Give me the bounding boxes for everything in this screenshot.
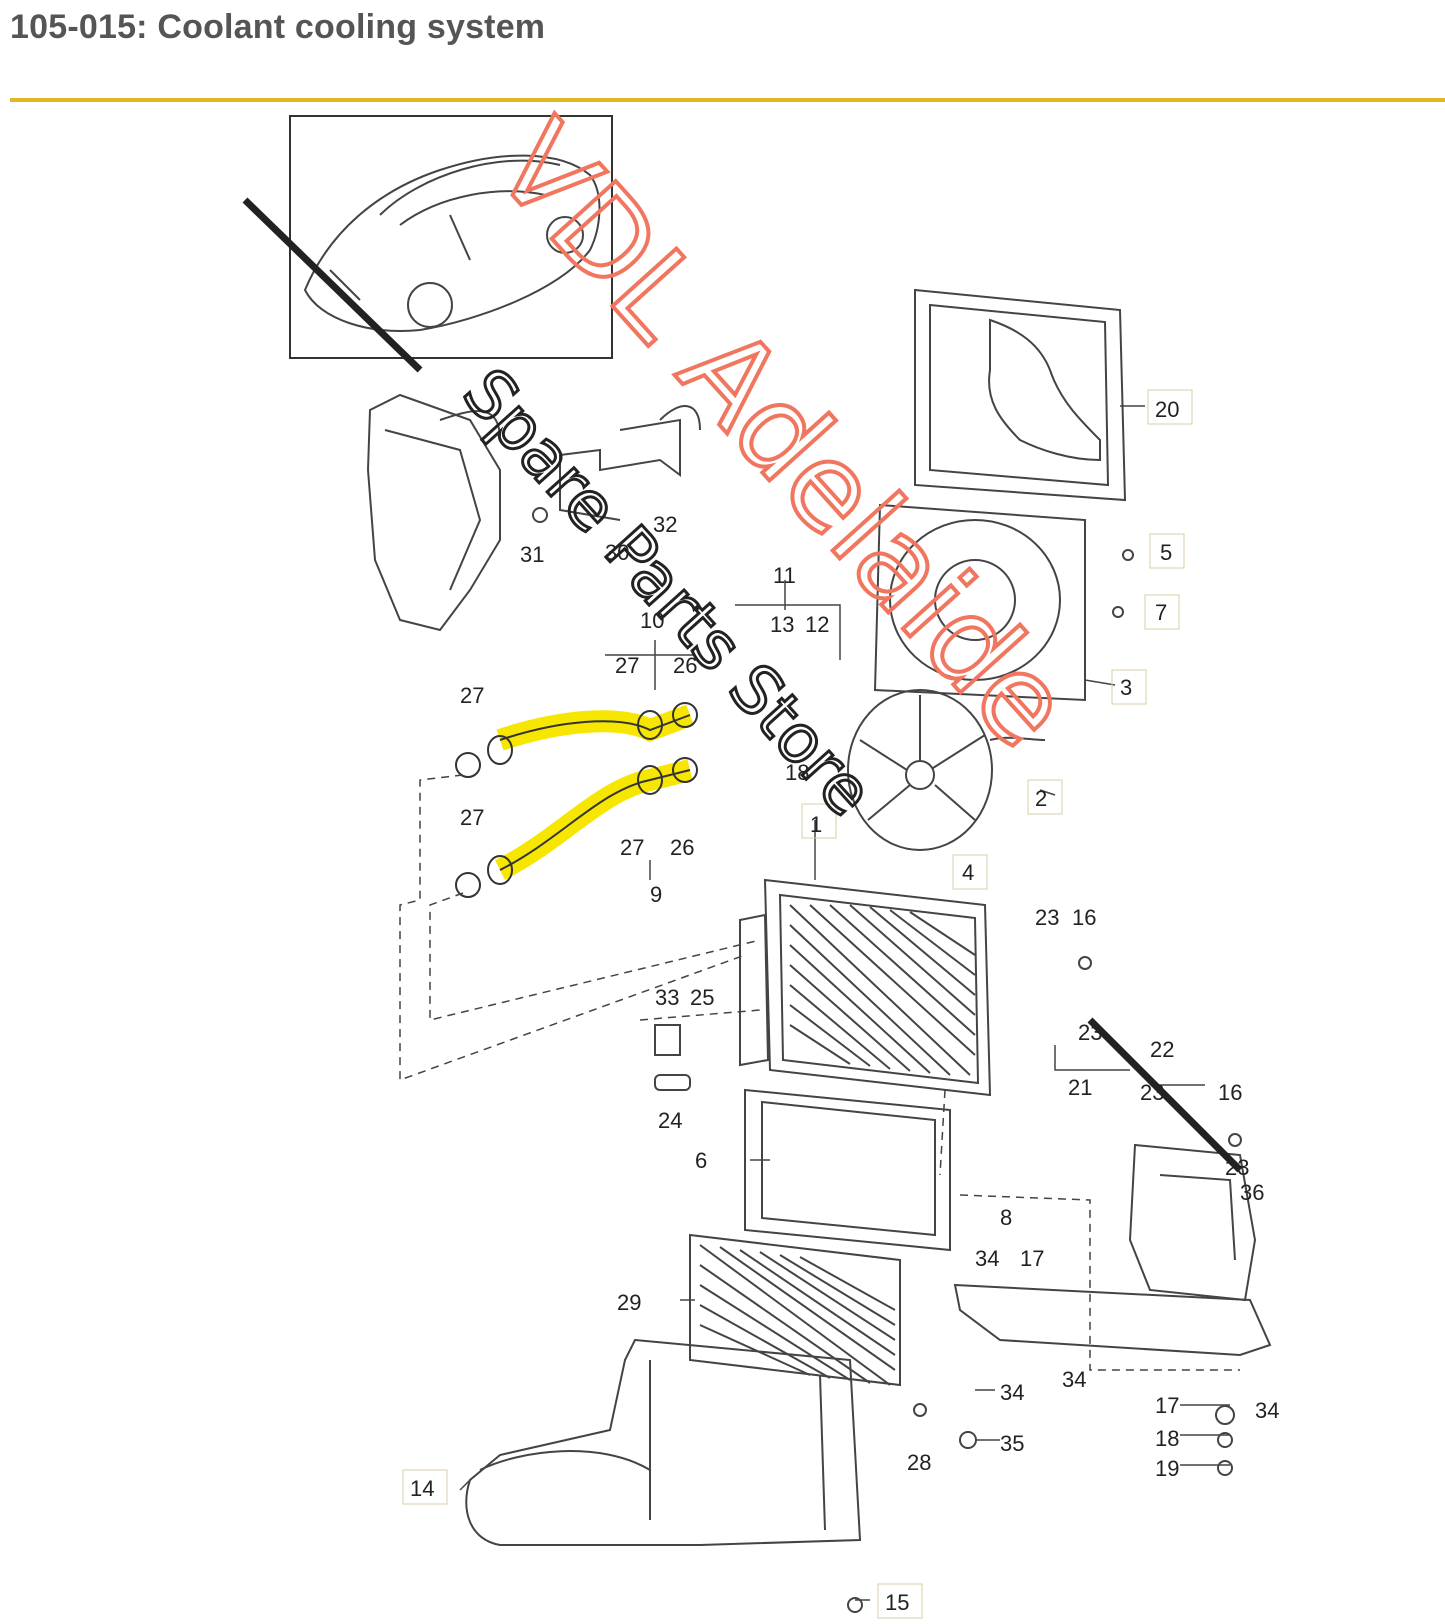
coolant-hoses [455,702,698,898]
leader-lines [459,405,1230,1601]
callout-34d: 34 [1255,1398,1279,1423]
callout-24: 24 [658,1108,682,1133]
callout-18a: 18 [785,760,809,785]
callout-16a: 16 [1072,905,1096,930]
fan-shroud [914,288,1127,502]
callout-14: 14 [410,1476,434,1501]
callout-23a: 23 [1035,905,1059,930]
fan-wheel [847,689,1046,851]
callout-26a: 26 [673,653,697,678]
callout-6: 6 [695,1148,707,1173]
callout-34c: 34 [1062,1367,1086,1392]
callout-25: 25 [690,985,714,1010]
support-bracket [953,1143,1272,1357]
auxiliary-radiator [689,1233,901,1387]
callout-17b: 17 [1155,1393,1179,1418]
car-inset-illustration [289,115,613,359]
watermark-slash-left [242,197,423,373]
watermark: VDL Adelaide Spare Parts Store [242,94,1243,1173]
callout-27a: 27 [460,683,484,708]
callout-36: 36 [1240,1180,1264,1205]
callout-texts: 1 2 3 4 5 6 7 8 9 10 11 12 13 14 15 16 1… [410,397,1279,1615]
callout-27b: 27 [615,653,639,678]
page-title: 105-015: Coolant cooling system [10,8,546,46]
callout-26b: 26 [670,835,694,860]
callout-33: 33 [655,985,679,1010]
callout-29: 29 [617,1290,641,1315]
fan-frame [873,503,1086,702]
callout-27c: 27 [460,805,484,830]
callout-34a: 34 [975,1246,999,1271]
callout-27d: 27 [620,835,644,860]
callout-21: 21 [1068,1075,1092,1100]
callout-13: 13 [770,612,794,637]
callout-15: 15 [885,1590,909,1615]
callout-10: 10 [640,608,664,633]
title-divider [10,98,1445,102]
callout-labels [402,389,1193,1619]
callout-8: 8 [1000,1205,1012,1230]
callout-28: 28 [907,1450,931,1475]
callout-22: 22 [1150,1037,1174,1062]
callout-34b: 34 [1000,1380,1024,1405]
radiator [739,878,992,1097]
watermark-slash-right [1087,1017,1243,1173]
callout-35: 35 [1000,1431,1024,1456]
callout-20: 20 [1155,397,1179,422]
callout-12: 12 [805,612,829,637]
callout-32: 32 [653,512,677,537]
headlight-assembly [366,393,701,632]
callout-16b: 16 [1218,1080,1242,1105]
callout-30: 30 [605,540,629,565]
callout-2: 2 [1035,786,1047,811]
air-duct [465,1338,862,1546]
callout-18b: 18 [1155,1426,1179,1451]
dashed-leader-lines [399,774,1240,1371]
callout-1: 1 [810,812,822,837]
callout-4: 4 [962,860,974,885]
callout-31: 31 [520,542,544,567]
callout-7: 7 [1155,600,1167,625]
callout-19: 19 [1155,1456,1179,1481]
callout-17a: 17 [1020,1246,1044,1271]
fasteners [532,507,1242,1613]
callout-3: 3 [1120,675,1132,700]
callout-9: 9 [650,882,662,907]
condenser-frame [744,1088,951,1252]
callout-5: 5 [1160,540,1172,565]
callout-11: 11 [773,563,796,588]
